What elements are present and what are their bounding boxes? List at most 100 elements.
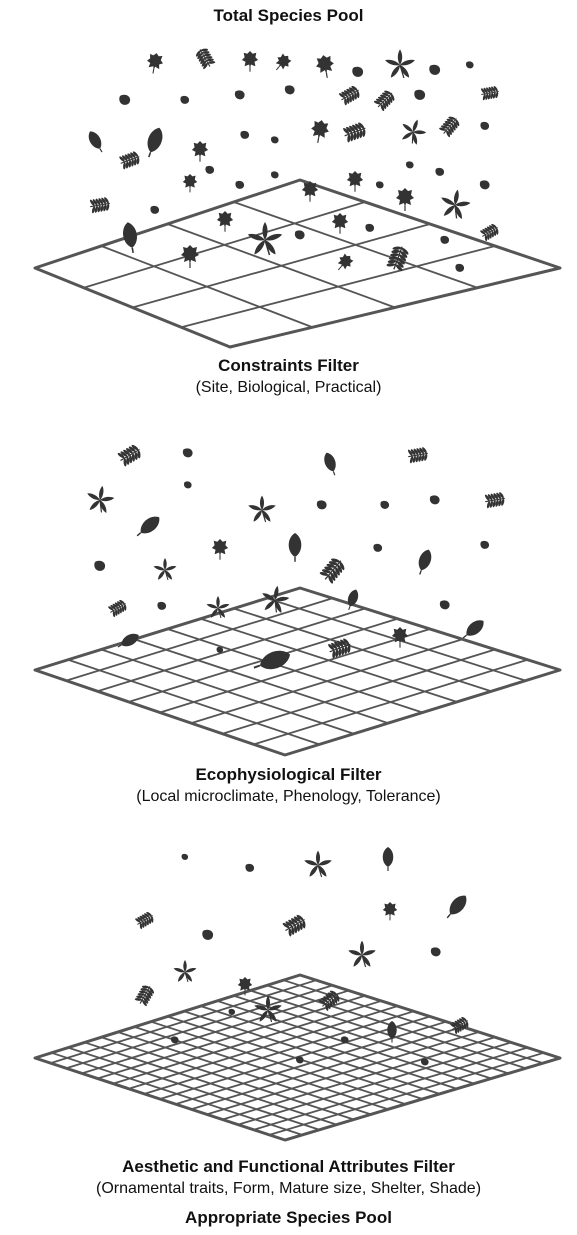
constraints-filter-title: Constraints Filter [218,356,359,375]
oval-leaf-icon [88,131,103,153]
fern-leaf-icon [318,990,340,1011]
lobed-leaf-icon [331,213,349,234]
fern-leaf-icon [319,558,345,584]
small-leaf-icon [180,95,190,104]
oval-leaf-icon [117,633,139,648]
small-leaf-icon [235,180,245,189]
small-leaf-icon [284,85,295,95]
small-leaf-icon [479,180,490,190]
small-leaf-icon [480,121,490,130]
small-leaf-icon [170,1036,179,1044]
fern-leaf-icon [282,914,306,937]
lobed-leaf-icon [391,627,409,648]
small-leaf-icon [157,601,167,610]
ecophysiological-filter-detail: (Local microclimate, Phenology, Toleranc… [136,788,441,805]
constraints-grid [33,586,562,757]
star-leaf-icon [173,960,197,983]
small-leaf-icon [183,481,192,489]
small-leaf-icon [440,235,450,244]
lobed-leaf-icon [316,55,334,78]
small-leaf-icon [340,1036,349,1044]
fern-leaf-icon [108,599,127,618]
lobed-leaf-icon [147,53,163,74]
small-leaf-icon [375,181,384,189]
fern-leaf-icon [89,197,110,214]
lobed-leaf-icon [191,141,209,162]
small-leaf-icon [234,90,245,100]
small-leaf-icon [435,167,445,176]
oval-leaf-icon [136,516,160,537]
fern-leaf-icon [135,911,154,930]
star-leaf-icon [247,222,283,256]
small-leaf-icon [316,500,327,510]
small-leaf-icon [352,66,364,77]
aesthetic-functional-filter-title: Aesthetic and Functional Attributes Filt… [122,1157,455,1176]
fern-leaf-icon [195,48,216,70]
fern-leaf-icon [373,90,395,112]
lobed-leaf-icon [275,53,292,71]
star-leaf-icon [206,596,230,619]
lobed-leaf-icon [181,245,199,268]
small-leaf-icon [245,863,255,872]
small-leaf-icon [480,540,490,549]
small-leaf-icon [205,165,215,174]
oval-leaf-icon [147,127,163,158]
lobed-leaf-icon [237,977,253,996]
fern-leaf-icon [386,246,409,272]
small-leaf-icon [216,646,224,653]
star-leaf-icon [262,585,290,613]
fern-leaf-icon [119,151,140,170]
oval-leaf-icon [418,549,432,575]
small-leaf-icon [380,500,390,509]
star-leaf-icon [254,995,282,1023]
lobed-leaf-icon [337,253,354,271]
fern-leaf-icon [484,492,505,509]
appropriate-species-pool-title: Appropriate Species Pool [185,1208,392,1227]
star-leaf-icon [87,485,115,513]
star-leaf-icon [153,558,177,581]
small-leaf-icon [405,161,414,169]
small-leaf-icon [429,64,441,75]
fern-leaf-icon [450,1016,469,1035]
fern-leaf-icon [343,122,366,143]
oval-leaf-icon [324,452,336,476]
fern-leaf-icon [407,447,428,464]
lobed-leaf-icon [311,120,329,143]
small-leaf-icon [365,223,375,232]
oval-leaf-icon [347,589,359,611]
small-leaf-icon [202,929,214,940]
lobed-leaf-icon [182,174,198,193]
lobed-leaf-icon [211,539,229,560]
small-leaf-icon [373,543,383,552]
oval-leaf-icon [462,620,484,639]
small-leaf-icon [240,130,250,139]
lobed-leaf-icon [241,51,259,72]
fern-leaf-icon [439,116,460,138]
small-leaf-icon [94,560,106,571]
fern-leaf-icon [481,86,499,101]
lobed-leaf-icon [346,171,364,192]
oval-leaf-icon [123,222,137,254]
small-leaf-icon [420,1058,429,1066]
fern-leaf-icon [328,638,351,659]
star-leaf-icon [441,189,471,220]
small-leaf-icon [295,1056,304,1064]
small-leaf-icon [455,263,465,272]
small-leaf-icon [182,448,193,458]
small-leaf-icon [181,853,189,860]
ecophysiological-grid [33,973,562,1142]
lobed-leaf-icon [396,188,414,211]
lobed-leaf-icon [301,181,319,202]
small-leaf-icon [439,600,450,610]
small-leaf-icon [119,94,131,105]
species-pool-grid [33,178,562,349]
constraints-filter-detail: (Site, Biological, Practical) [195,379,382,396]
lobed-leaf-icon [216,211,234,232]
small-leaf-icon [429,495,440,505]
small-leaf-icon [270,136,279,144]
small-leaf-icon [150,205,160,214]
oval-leaf-icon [387,1021,397,1043]
lobed-leaf-icon [382,902,398,921]
oval-leaf-icon [446,895,467,919]
